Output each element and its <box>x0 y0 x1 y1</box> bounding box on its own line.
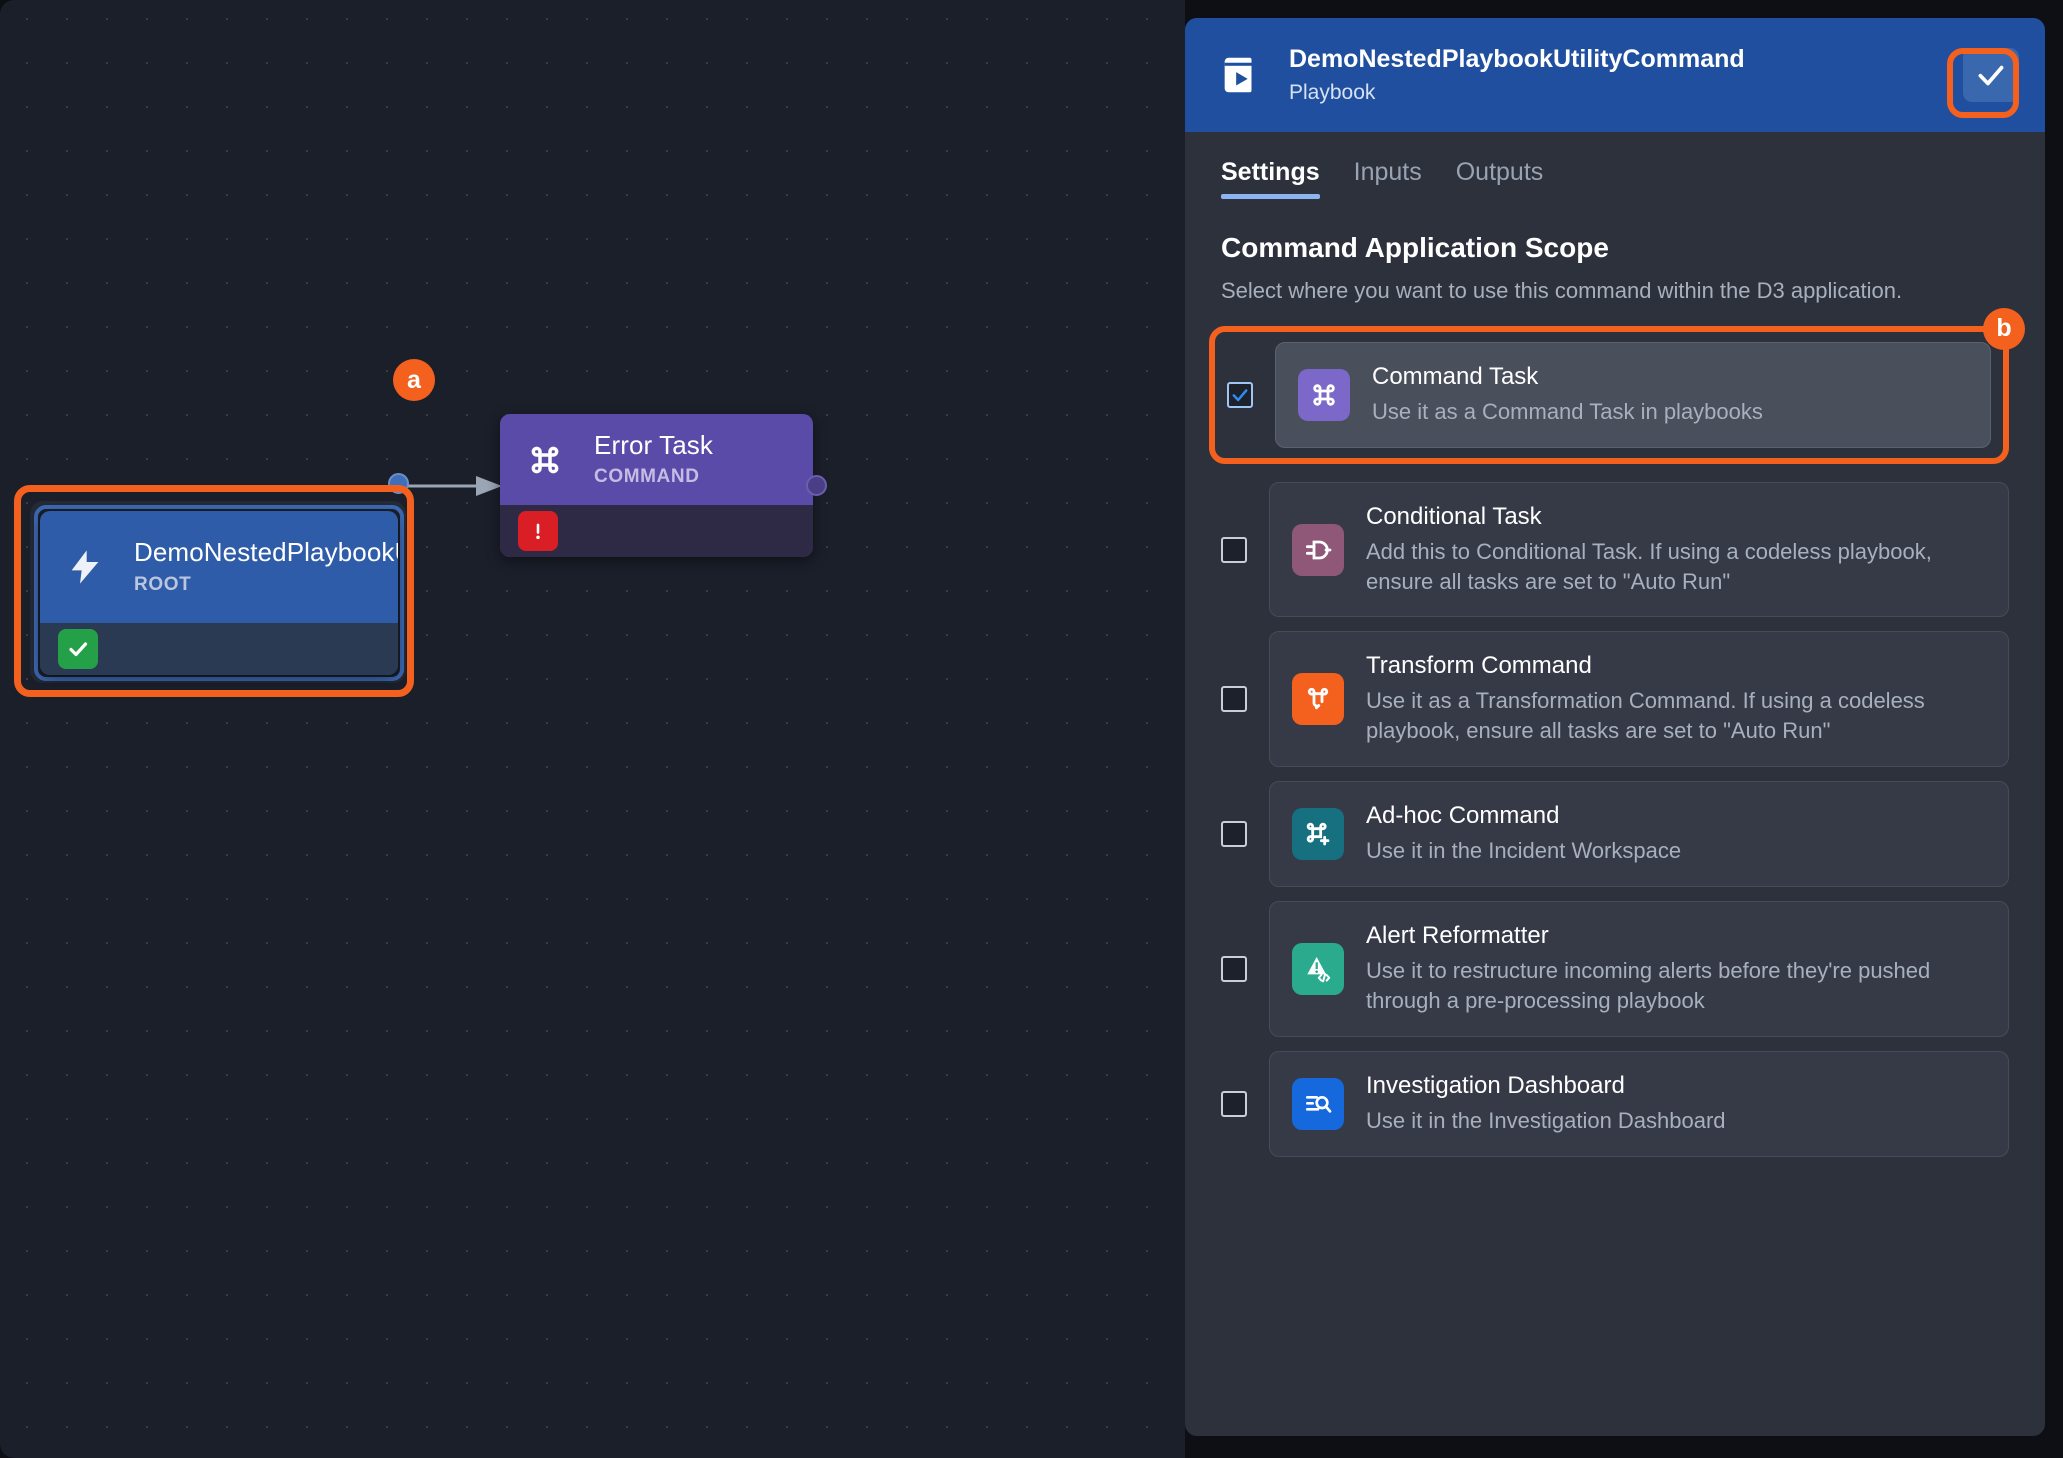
option-name: Transform Command <box>1366 652 1592 680</box>
option-name: Alert Reformatter <box>1366 922 1549 950</box>
option-row-adhoc-command[interactable]: Ad-hoc Command Use it in the Incident Wo… <box>1221 781 2009 888</box>
option-row-transform-command[interactable]: Transform Command Use it as a Transforma… <box>1221 631 2009 768</box>
option-checkbox-adhoc-command[interactable] <box>1221 821 1247 848</box>
save-button-highlight <box>1947 48 2019 118</box>
option-text: Conditional Task Add this to Conditional… <box>1366 503 1986 597</box>
option-card[interactable]: Transform Command Use it as a Transforma… <box>1269 631 2009 768</box>
node-footer <box>40 623 398 675</box>
panel-scroll-area[interactable]: Privileged Command Application Scope Sel… <box>1185 168 2045 1436</box>
option-description: Use it in the Incident Workspace <box>1366 838 1682 864</box>
option-description: Use it as a Command Task in playbooks <box>1372 398 1763 424</box>
node-header: Error Task COMMAND <box>500 414 813 505</box>
command-task-icon <box>1298 368 1350 421</box>
investigation-dashboard-icon <box>1292 1077 1344 1130</box>
node-root-playbook[interactable]: DemoNestedPlaybookUtilityCommand ROOT <box>40 511 398 675</box>
option-name: Command Task <box>1372 362 1539 390</box>
option-name: Conditional Task <box>1366 502 1542 530</box>
node-title: Error Task <box>594 429 713 460</box>
option-text: Alert Reformatter Use it to restructure … <box>1366 922 1986 1016</box>
node-title: DemoNestedPlaybookUtilityCommand <box>134 537 398 568</box>
conditional-task-icon <box>1292 523 1344 576</box>
error-badge <box>518 511 558 551</box>
option-description: Use it as a Transformation Command. If u… <box>1366 688 1925 744</box>
node-text: Error Task COMMAND <box>594 429 713 488</box>
root-node-selection-ring <box>14 485 414 697</box>
node-subtitle: ROOT <box>134 573 192 595</box>
lightning-bolt-icon <box>58 544 112 590</box>
annotation-badge-b: b <box>1983 307 2025 350</box>
option-name: Ad-hoc Command <box>1366 802 1560 830</box>
option-description: Add this to Conditional Task. If using a… <box>1366 538 1932 594</box>
option-row-conditional-task[interactable]: Conditional Task Add this to Conditional… <box>1221 481 2009 618</box>
option-description: Use it in the Investigation Dashboard <box>1366 1107 1726 1133</box>
panel-header: DemoNestedPlaybookUtilityCommand Playboo… <box>1185 18 2045 132</box>
tab-outputs[interactable]: Outputs <box>1455 158 1544 186</box>
node-header: DemoNestedPlaybookUtilityCommand ROOT <box>40 511 398 623</box>
option-row-command-task[interactable]: Command Task Use it as a Command Task in… <box>1209 307 2025 464</box>
playbook-canvas[interactable]: DemoNestedPlaybookUtilityCommand ROOT a <box>0 0 1185 1458</box>
check-icon <box>1978 65 2004 86</box>
tab-inputs[interactable]: Inputs <box>1353 158 1422 186</box>
transform-command-icon <box>1292 673 1344 726</box>
option-text: Investigation Dashboard Use it in the In… <box>1366 1072 1986 1136</box>
node-footer <box>500 505 813 557</box>
playbook-icon <box>1217 50 1263 100</box>
page-subtitle: Playbook <box>1289 81 1376 104</box>
option-description: Use it to restructure incoming alerts be… <box>1366 958 1931 1014</box>
option-checkbox-transform-command[interactable] <box>1221 686 1247 713</box>
option-text: Transform Command Use it as a Transforma… <box>1366 652 1986 746</box>
annotation-badge-a: a <box>393 359 435 401</box>
tab-settings[interactable]: Settings <box>1221 158 1320 199</box>
section-title: Command Application Scope <box>1221 232 1609 263</box>
panel-header-text: DemoNestedPlaybookUtilityCommand Playboo… <box>1289 45 1963 105</box>
details-panel: DemoNestedPlaybookUtilityCommand Playboo… <box>1185 18 2045 1436</box>
option-checkbox-alert-reformatter[interactable] <box>1221 956 1247 983</box>
page-title: DemoNestedPlaybookUtilityCommand <box>1289 45 1745 73</box>
option-checkbox-conditional-task[interactable] <box>1221 536 1247 563</box>
scope-options-list: Command Task Use it as a Command Task in… <box>1185 306 2045 1157</box>
connector-edge <box>400 476 502 496</box>
option-card[interactable]: Ad-hoc Command Use it in the Incident Wo… <box>1269 781 2009 888</box>
panel-tabs[interactable]: Settings Inputs Outputs <box>1185 132 2045 199</box>
root-node-inner-chrome <box>34 505 404 681</box>
option-checkbox-command-task[interactable] <box>1227 381 1253 408</box>
option-card[interactable]: Command Task Use it as a Command Task in… <box>1275 341 1991 448</box>
alert-reformatter-icon <box>1292 943 1344 996</box>
check-badge <box>58 629 98 669</box>
option-card[interactable]: Investigation Dashboard Use it in the In… <box>1269 1050 2009 1157</box>
option-checkbox-investigation-dashboard[interactable] <box>1221 1090 1247 1117</box>
option-card[interactable]: Conditional Task Add this to Conditional… <box>1269 481 2009 618</box>
option-row-alert-reformatter[interactable]: Alert Reformatter Use it to restructure … <box>1221 901 2009 1037</box>
option-name: Investigation Dashboard <box>1366 1071 1625 1099</box>
error-node-output-port[interactable] <box>806 475 827 496</box>
node-subtitle: COMMAND <box>594 466 700 488</box>
option-text: Command Task Use it as a Command Task in… <box>1372 363 1968 427</box>
section-description: Select where you want to use this comman… <box>1221 278 1903 303</box>
command-icon <box>518 440 572 480</box>
option-text: Ad-hoc Command Use it in the Incident Wo… <box>1366 802 1986 866</box>
node-text: DemoNestedPlaybookUtilityCommand ROOT <box>134 538 398 595</box>
adhoc-command-icon <box>1292 808 1344 861</box>
node-error-task[interactable]: Error Task COMMAND <box>500 414 813 557</box>
option-card[interactable]: Alert Reformatter Use it to restructure … <box>1269 901 2009 1037</box>
option-row-investigation-dashboard[interactable]: Investigation Dashboard Use it in the In… <box>1221 1050 2009 1157</box>
